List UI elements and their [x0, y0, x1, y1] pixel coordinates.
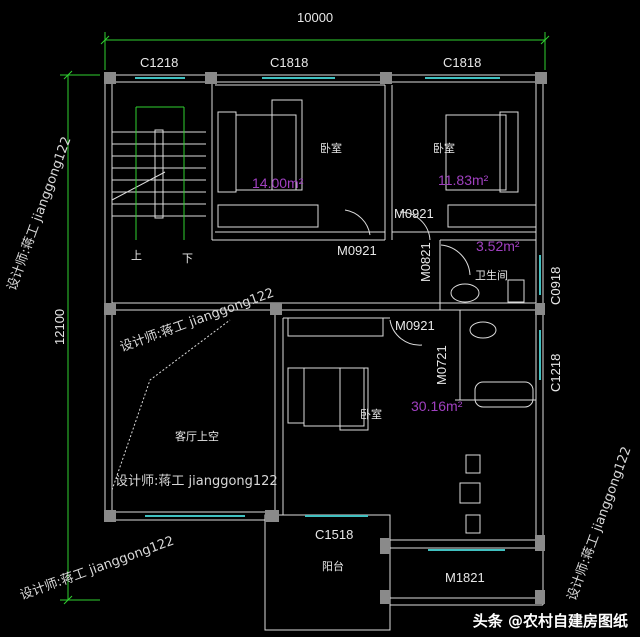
- room-area: 30.16m²: [411, 398, 463, 414]
- door-label: M0921: [394, 206, 434, 221]
- room-label: 卫生间: [475, 270, 508, 282]
- window-label: C1218: [548, 353, 563, 392]
- window-label: C0918: [548, 266, 563, 305]
- dimension-lines: [60, 32, 550, 605]
- door-label: M0721: [434, 345, 449, 385]
- room-label: 客厅上空: [175, 431, 219, 443]
- door-label: M0821: [418, 242, 433, 282]
- stairs-down-label: 下: [182, 253, 193, 265]
- room-label: 卧室: [320, 143, 342, 155]
- stairs-up-label: 上: [131, 250, 142, 262]
- footer-credit: 头条 @农村自建房图纸: [472, 612, 628, 630]
- window-label: C1818: [443, 55, 482, 70]
- furniture: [111, 99, 537, 534]
- windows: [135, 77, 541, 551]
- door-label: M0921: [395, 318, 435, 333]
- watermark: 设计师:蒋工 jianggong122: [115, 474, 278, 489]
- room-area: 11.83m²: [438, 172, 489, 188]
- room-area: 3.52m²: [476, 238, 520, 254]
- room-label: 卧室: [433, 143, 455, 155]
- door-label: M1821: [445, 570, 485, 585]
- wall-columns: [104, 72, 547, 604]
- window-label: C1518: [315, 527, 354, 542]
- door-label: M0921: [337, 243, 377, 258]
- height-dimension: 12100: [52, 308, 67, 345]
- room-area: 14.00m²: [252, 175, 304, 191]
- width-dimension: 10000: [297, 10, 334, 25]
- window-label: C1818: [270, 55, 309, 70]
- room-label: 阳台: [322, 561, 344, 573]
- window-label: C1218: [140, 55, 179, 70]
- stairs: [111, 106, 206, 240]
- room-label: 卧室: [360, 409, 382, 421]
